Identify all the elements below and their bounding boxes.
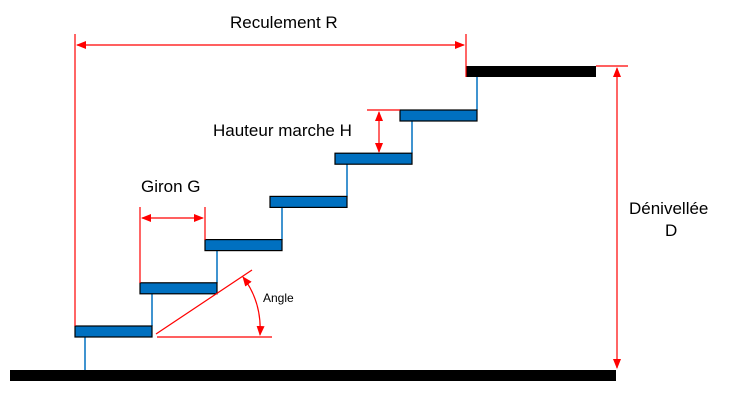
step-5 <box>334 152 413 165</box>
hauteur-label: Hauteur marche H <box>213 121 352 140</box>
reculement-dimension <box>74 34 467 326</box>
step-2 <box>139 282 218 295</box>
giron-dimension <box>139 207 206 283</box>
denivellee-dimension <box>596 65 628 369</box>
risers <box>84 77 478 370</box>
step-4 <box>269 195 348 208</box>
steps <box>74 109 478 338</box>
denivellee-label-line2: D <box>665 221 677 240</box>
step-3 <box>204 239 283 252</box>
ground-slab <box>10 370 616 381</box>
giron-label: Giron G <box>141 177 201 196</box>
angle-arc <box>242 276 265 336</box>
top-landing <box>466 66 596 77</box>
denivellee-label-line1: Dénivellée <box>629 199 708 218</box>
step-6 <box>399 109 478 122</box>
angle-indicator <box>155 269 272 338</box>
hauteur-dimension <box>367 109 400 153</box>
angle-label: Angle <box>263 291 294 305</box>
slope-line <box>155 269 253 335</box>
step-1 <box>74 325 153 338</box>
reculement-label: Reculement R <box>230 13 338 32</box>
